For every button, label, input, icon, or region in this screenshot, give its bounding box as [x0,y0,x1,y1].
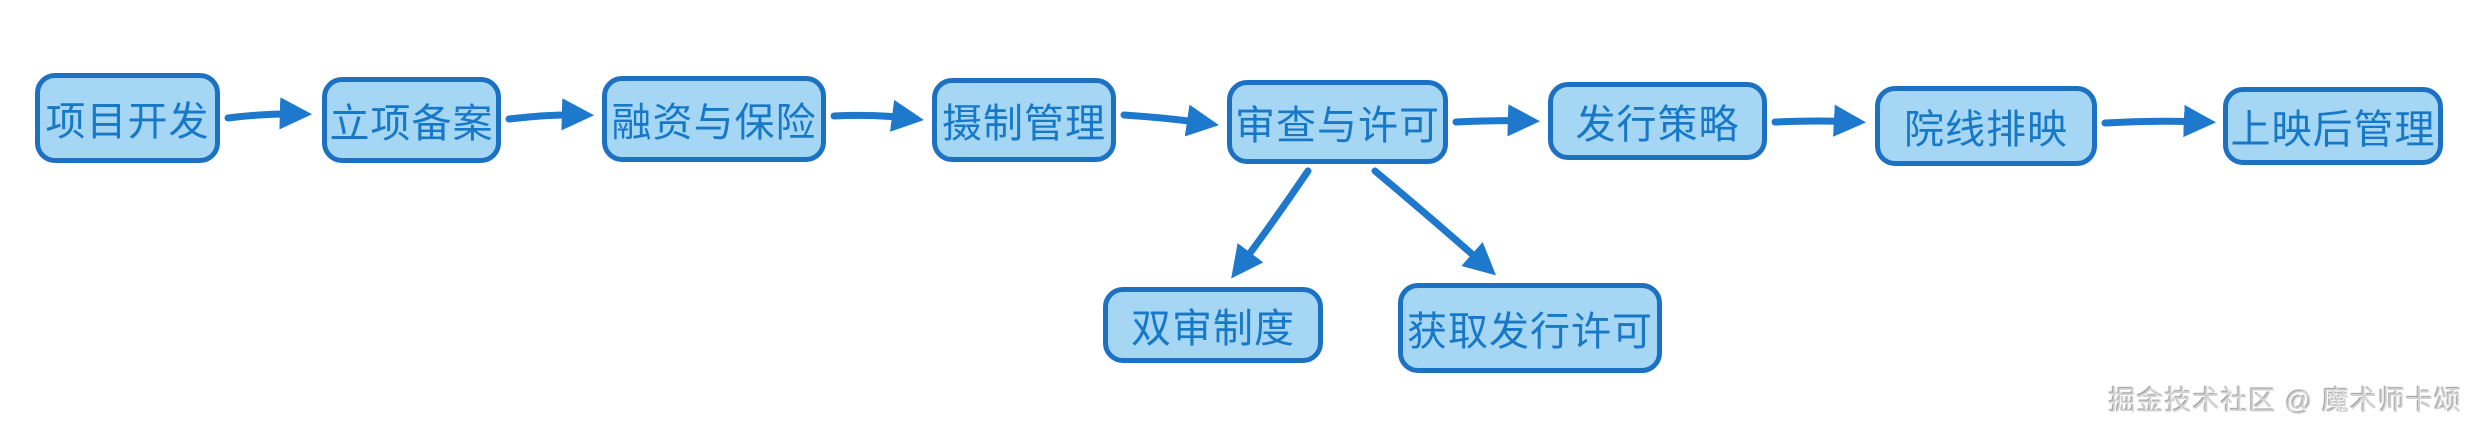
watermark: 掘金技术社区 @ 魔术师卡颂 [2108,386,2462,416]
arrow-production-management-to-review-licensing [1120,104,1219,137]
node-financing-insurance: 融资与保险 [602,76,826,162]
node-project-development: 项目开发 [35,73,220,163]
node-project-filing: 立项备案 [322,77,501,163]
node-dual-review-system: 双审制度 [1103,287,1323,363]
node-distribution-strategy: 发行策略 [1548,82,1767,160]
node-theater-scheduling: 院线排映 [1875,86,2097,166]
arrow-project-filing-to-financing-insurance [505,98,595,131]
arrow-project-development-to-project-filing [224,97,313,130]
node-production-management: 摄制管理 [932,78,1116,162]
arrow-theater-scheduling-to-post-release-management [2101,104,2217,138]
node-review-licensing: 审查与许可 [1227,80,1448,164]
arrow-financing-insurance-to-production-management [830,99,924,132]
arrow-distribution-strategy-to-theater-scheduling [1771,104,1867,137]
arrow-review-licensing-to-obtain-distribution-license [1371,167,1497,276]
node-post-release-management: 上映后管理 [2223,87,2443,165]
arrow-review-licensing-to-distribution-strategy [1452,104,1541,137]
arrow-review-licensing-to-dual-review-system [1231,167,1312,279]
node-obtain-distribution-license: 获取发行许可 [1398,283,1662,373]
